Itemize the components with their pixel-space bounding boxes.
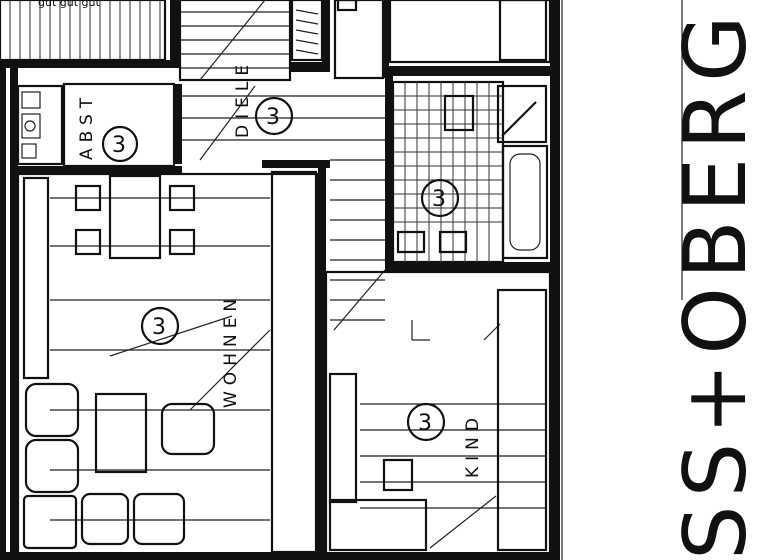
room-wohnen-number: 3: [152, 315, 166, 340]
room-bad-number: 3: [432, 187, 446, 212]
room-kind-number: 3: [418, 411, 432, 436]
room-bad: 3: [385, 76, 550, 272]
room-diele: DIELE 3: [182, 59, 386, 331]
room-diele-number: 3: [266, 105, 280, 130]
room-abst: ABST 3: [16, 82, 182, 168]
room-wohnen-number-circle: [140, 306, 180, 346]
room-kind: KIND 3: [324, 270, 552, 560]
room-abst-label: ABST: [77, 92, 97, 160]
room-diele-label: DIELE: [233, 59, 253, 138]
room-wohnen: WOHNEN 3: [16, 160, 330, 560]
top-fragment-text: gut gut gut: [38, 0, 100, 9]
room-bad-number-circle: [420, 178, 460, 218]
floor-title: SS+OBERG: [666, 7, 766, 560]
room-kind-number-circle: [406, 402, 446, 442]
room-abst-number-circle: [101, 125, 139, 163]
room-abst-number: 3: [112, 133, 126, 158]
room-wohnen-label: WOHNEN: [221, 293, 241, 408]
room-diele-number-circle: [254, 96, 294, 136]
top-strip: gut gut gut: [0, 0, 560, 560]
room-kind-label: KIND: [463, 412, 483, 478]
